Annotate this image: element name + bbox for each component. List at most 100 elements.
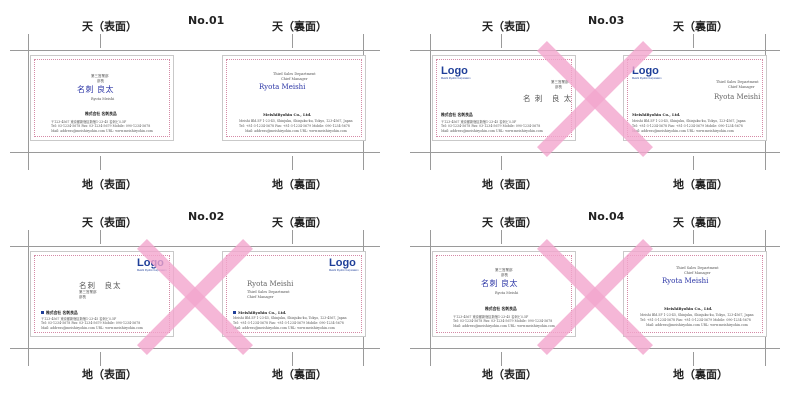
label-back-top: 天（裏面） — [673, 216, 728, 229]
crop-mark — [292, 156, 293, 170]
label-front-top: 天（表面） — [482, 20, 537, 33]
card-name: Ryota Meishi — [259, 83, 306, 91]
card-mail: Mail: address@meishiryohin.com URL: www.… — [632, 129, 734, 133]
logo-subtext: Meishi Ryohin Corporation — [329, 269, 359, 272]
label-front-top: 天（表面） — [482, 216, 537, 229]
x-mark-icon — [537, 41, 653, 157]
logo-subtext: Meishi Ryohin Corporation — [137, 269, 167, 272]
crop-mark — [410, 50, 780, 51]
crop-mark — [693, 230, 694, 244]
label-front-top: 天（表面） — [82, 216, 137, 229]
layout-number: No.04 — [588, 210, 625, 223]
label-front-top: 天（表面） — [82, 20, 137, 33]
card-name: 名刺 良太 — [77, 85, 115, 94]
layout-number: No.01 — [188, 14, 225, 27]
card-address: Meishi Bld.5F 1-23-45, Shinjuku, Shinjuk… — [239, 119, 353, 123]
crop-mark — [693, 34, 694, 48]
crop-mark — [501, 156, 502, 170]
card-phone: Tel: 03-1234-5678 Fax: 03-1234-5679 Mobi… — [51, 124, 151, 128]
layout-panel-no01: 天（表面） No.01 天（裏面） 第三営業部 部長 名刺 良太 Ryota M… — [0, 0, 380, 191]
label-front-bottom: 地（表面） — [82, 178, 137, 191]
crop-mark — [10, 348, 380, 349]
business-card-back: Third Sales Department Chief Manager Ryo… — [623, 251, 767, 337]
card-title: 部長 — [97, 79, 104, 83]
crop-mark — [28, 230, 29, 366]
card-dept: Third Sales Department — [676, 266, 719, 270]
logo-text: Logo — [329, 257, 356, 269]
crop-mark — [100, 34, 101, 48]
card-romaji: Ryota Meishi — [495, 291, 519, 295]
bullet-square — [41, 311, 44, 314]
card-company: MeishiRyohin Co., Ltd. — [233, 310, 286, 315]
card-mail: Mail: address@meishiryohin.com URL: www.… — [51, 129, 153, 133]
card-company: MeishiRyohin Co., Ltd. — [664, 306, 713, 311]
crop-mark — [292, 352, 293, 366]
crop-mark — [292, 34, 293, 48]
card-company: 株式会社 名刺良品 — [485, 306, 517, 311]
bullet-square — [233, 311, 236, 314]
business-card-back: Logo Meishi Ryohin Corporation Third Sal… — [623, 55, 767, 141]
crop-mark — [410, 246, 780, 247]
crop-mark — [693, 352, 694, 366]
crop-mark — [410, 348, 780, 349]
crop-mark — [501, 34, 502, 48]
safe-area-border — [436, 59, 572, 137]
card-mail: Mail: address@meishiryohin.com URL: www.… — [453, 324, 555, 328]
safe-area-border — [226, 59, 362, 137]
card-name: 名刺 良太 — [79, 281, 122, 290]
card-mail: Mail: address@meishiryohin.com URL: www.… — [646, 323, 748, 327]
card-dept: 第三営業部 — [91, 74, 109, 78]
label-back-top: 天（裏面） — [673, 20, 728, 33]
crop-mark — [28, 34, 29, 170]
card-romaji: Ryota Meishi — [91, 97, 115, 101]
label-back-top: 天（裏面） — [272, 20, 327, 33]
logo-subtext: Meishi Ryohin Corporation — [632, 77, 662, 80]
card-company: MeishiRyohin Co., Ltd. — [263, 112, 312, 117]
card-name: 名刺 良太 — [481, 279, 519, 288]
business-card-front: 第三営業部 部長 名刺 良太 Ryota Meishi 株式会社 名刺良品 〒1… — [432, 251, 576, 337]
company-logo: Logo Meishi Ryohin Corporation — [441, 66, 470, 81]
crop-mark — [100, 352, 101, 366]
card-phone: Tel: +81-3-1234-5678 Fax: +81-3-1234-567… — [239, 124, 350, 128]
business-card-front: 第三営業部 部長 名刺 良太 Ryota Meishi 株式会社 名刺良品 〒1… — [30, 55, 174, 141]
card-name: Ryota Meishi — [714, 93, 761, 101]
card-mail: Mail: address@meishiryohin.com URL: www.… — [245, 129, 347, 133]
card-company: 株式会社 名刺良品 — [441, 112, 473, 117]
crop-mark — [501, 230, 502, 244]
card-company: 株式会社 名刺良品 — [41, 310, 78, 316]
card-name: Ryota Meishi — [247, 280, 294, 288]
safe-area-border — [627, 255, 763, 333]
business-card-front: Logo Meishi Ryohin Corporation 名刺 良太 第三営… — [30, 251, 174, 337]
crop-mark — [10, 152, 380, 153]
card-dept: 第三営業部 — [495, 268, 513, 272]
card-title: 部長 — [79, 295, 86, 299]
safe-area-border — [436, 255, 572, 333]
label-front-bottom: 地（表面） — [82, 368, 137, 381]
card-address: 〒123-4567 東京都新宿区新宿1-23-45 名刺ビル5F — [51, 120, 127, 124]
safe-area-border — [34, 59, 170, 137]
business-card-back: Third Sales Department Chief Manager Ryo… — [222, 55, 366, 141]
layout-panel-no04: 天（表面） No.04 天（裏面） 第三営業部 部長 名刺 良太 Ryota M… — [405, 200, 785, 390]
card-company: 株式会社 名刺良品 — [85, 111, 117, 116]
company-logo: Logo Meishi Ryohin Corporation — [329, 258, 358, 273]
business-card-back: Logo Meishi Ryohin Corporation Ryota Mei… — [222, 251, 366, 337]
card-phone: Tel: +81-3-1234-5678 Fax: +81-3-1234-567… — [640, 318, 751, 322]
label-front-bottom: 地（表面） — [482, 368, 537, 381]
label-front-bottom: 地（表面） — [482, 178, 537, 191]
label-back-bottom: 地（裏面） — [673, 178, 728, 191]
crop-mark — [410, 152, 780, 153]
crop-mark — [100, 156, 101, 170]
card-title: 部長 — [555, 85, 562, 89]
crop-mark — [430, 34, 431, 170]
business-card-front: Logo Meishi Ryohin Corporation 第三営業部 部長 … — [432, 55, 576, 141]
card-address: 〒123-4567 東京都新宿区新宿1-23-45 名刺ビル5F — [453, 315, 529, 319]
layout-number: No.02 — [188, 210, 225, 223]
card-name: Ryota Meishi — [662, 277, 709, 285]
card-title: Chief Manager — [728, 85, 755, 89]
label-back-bottom: 地（裏面） — [272, 368, 327, 381]
label-back-bottom: 地（裏面） — [673, 368, 728, 381]
label-back-bottom: 地（裏面） — [272, 178, 327, 191]
card-address: Meishi Bld.5F 1-23-45, Shinjuku, Shinjuk… — [233, 316, 347, 320]
safe-area-border — [226, 255, 362, 333]
label-back-top: 天（裏面） — [272, 216, 327, 229]
